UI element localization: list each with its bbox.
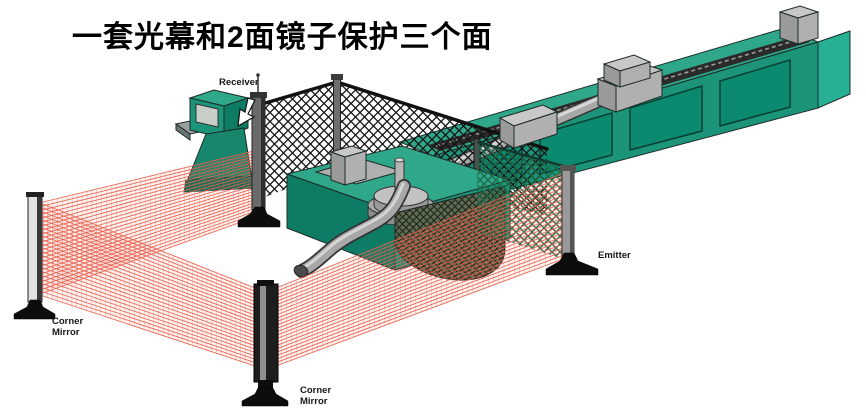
receiver-post [237, 73, 281, 228]
annotations: Receiver Emitter Corner Mirror Corner Mi… [52, 77, 631, 407]
svg-text:Corner: Corner [300, 385, 331, 396]
receiver-arrow-icon [237, 97, 256, 128]
emitter-post [545, 165, 599, 276]
svg-text:Mirror: Mirror [52, 327, 80, 338]
receiver-label: Receiver [219, 77, 259, 88]
rail-carriage-front [498, 104, 559, 149]
bent-tube [293, 179, 411, 278]
rail-end-box [778, 5, 820, 45]
svg-text:Corner: Corner [52, 316, 83, 327]
emitter-label: Emitter [598, 250, 631, 261]
light-curtain-front-side [42, 203, 256, 367]
light-curtain-left-side [42, 149, 259, 294]
svg-text:Mirror: Mirror [300, 396, 328, 407]
corner-mirror-post-front [241, 280, 289, 407]
rail-carriage [596, 54, 664, 113]
corner-mirror-label-left: Corner Mirror [52, 316, 83, 338]
corner-mirror-post-left [13, 192, 56, 320]
corner-mirror-label-front: Corner Mirror [300, 385, 331, 407]
light-curtain-right-side [275, 171, 567, 367]
diagram-title: 一套光幕和2面镜子保护三个面 [72, 21, 493, 54]
table-box [329, 145, 368, 186]
console-screen [195, 103, 219, 128]
